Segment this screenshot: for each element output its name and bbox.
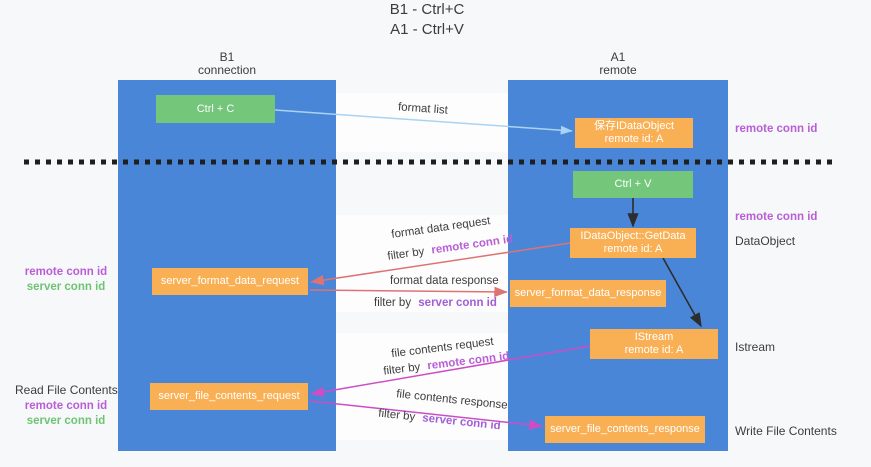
actor-b1-role: connection [197,63,257,77]
node-istream-line1: IStream [634,331,674,343]
node-idataobject-getdata-line2: remote id: A [603,243,663,255]
label-band-middle [336,215,508,312]
label-band-bottom [336,333,508,440]
node-ctrl-c: Ctrl + C [156,95,275,123]
node-server-file-contents-request: server_file_contents_request [150,383,308,410]
node-istream: IStream remote id: A [590,329,718,359]
node-ctrl-v: Ctrl + V [573,171,693,198]
annotation-dataobject: DataObject [735,234,796,248]
arrow-file-contents-request [310,345,591,398]
node-save-idataobject: 保存IDataObject remote id: A [575,118,693,148]
arrow-getdata-to-istream [662,257,702,328]
actor-a1-role: remote [599,63,637,77]
node-ctrl-v-label: Ctrl + V [614,178,652,190]
annotation-server-conn-id-format: server conn id [26,281,106,293]
arrow-format-list [274,109,573,135]
node-save-idataobject-line2: remote id: A [604,133,664,145]
arrow-format-data-response [309,286,508,298]
node-server-file-contents-response: server_file_contents_response [545,416,705,443]
arrow-file-contents-response [309,400,543,430]
format-data-response-text: format data response [390,275,499,287]
node-save-idataobject-line1: 保存IDataObject [593,120,675,132]
filter-by-text: filter by [374,297,412,309]
annotation-server-conn-id-file: server conn id [26,415,106,427]
node-server-format-data-request: server_format_data_request [152,268,308,295]
message-filter-format-data-response: filter by server conn id [374,297,497,309]
node-server-format-data-response-label: server_format_data_response [514,287,662,299]
label-band-top [336,93,508,152]
arrow-format-data-request [310,242,571,286]
node-server-format-data-request-label: server_format_data_request [160,275,300,287]
node-ctrl-c-label: Ctrl + C [196,102,235,115]
node-idataobject-getdata: IDataObject::GetData remote id: A [570,228,696,258]
annotation-remote-conn-id-mid: remote conn id [735,211,818,223]
annotation-remote-conn-id-format: remote conn id [24,266,108,278]
node-server-format-data-response: server_format_data_response [510,280,666,307]
server-conn-id-key: server conn id [418,297,497,309]
actor-b1-name: B1 [219,50,235,64]
annotation-istream: Istream [735,340,776,354]
title-line-1: B1 - Ctrl+C [389,1,465,18]
node-istream-line2: remote id: A [624,344,684,356]
node-server-file-contents-response-label: server_file_contents_response [550,423,700,435]
title-line-2: A1 - Ctrl+V [390,21,464,38]
node-server-file-contents-request-label: server_file_contents_request [158,390,300,402]
actor-header-b1: B1 connection [118,51,336,77]
annotation-remote-conn-id-top: remote conn id [735,123,818,135]
node-idataobject-getdata-line1: IDataObject::GetData [580,230,686,242]
annotation-remote-conn-id-file: remote conn id [24,400,108,412]
annotation-read-file-contents: Read File Contents [15,383,118,397]
diagram-title: B1 - Ctrl+C A1 - Ctrl+V [0,0,854,40]
actor-header-a1: A1 remote [508,51,728,77]
actor-a1-name: A1 [610,50,626,64]
annotation-write-file-contents: Write File Contents [735,424,837,438]
message-label-format-data-response: format data response [390,275,499,287]
